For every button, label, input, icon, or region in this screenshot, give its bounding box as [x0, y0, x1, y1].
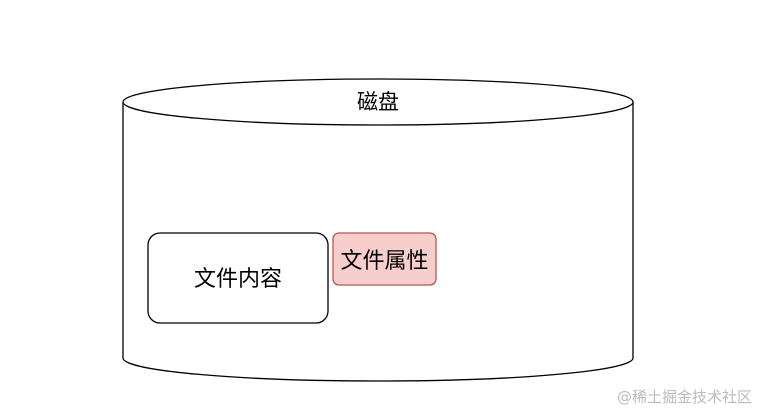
- disk-label: 磁盘: [357, 90, 399, 114]
- file-attributes-label: 文件属性: [340, 249, 428, 274]
- watermark: @稀土掘金技术社区: [616, 388, 752, 406]
- file-attributes-box: [332, 232, 437, 286]
- disk-cylinder-top: [122, 78, 634, 126]
- file-content-box: [147, 232, 329, 324]
- file-content-label: 文件内容: [194, 267, 282, 292]
